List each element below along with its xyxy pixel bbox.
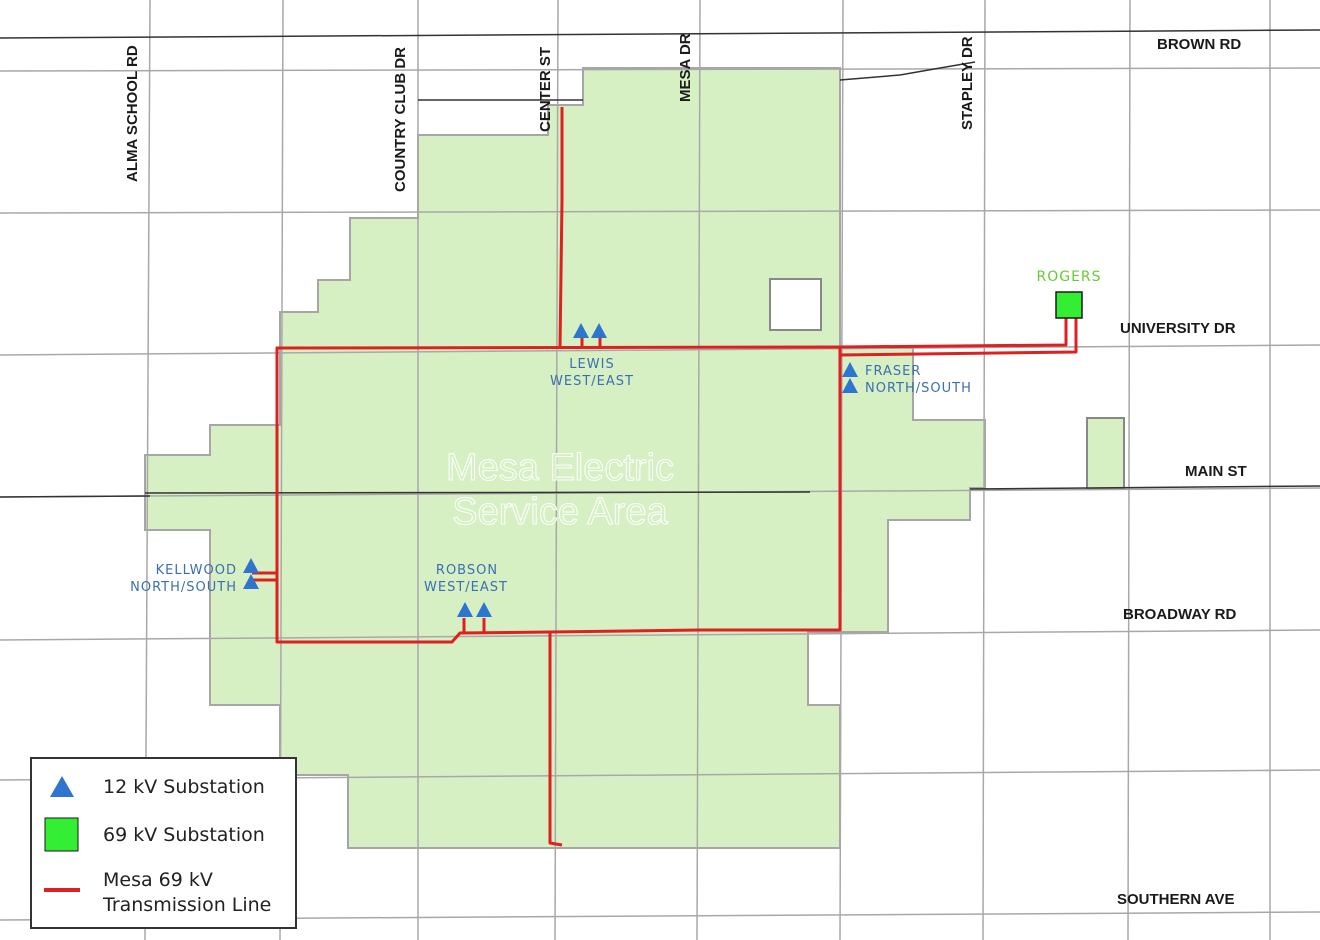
substation-triangle-icon (591, 323, 607, 338)
substation-triangle-icon (457, 602, 473, 617)
legend-label-line-2: Transmission Line (102, 894, 271, 916)
substation-triangle-icon (243, 558, 259, 573)
robson-substation: ROBSON WEST/EAST (424, 563, 508, 617)
kellwood-label-name: KELLWOOD (156, 563, 237, 578)
road-label-country-club: COUNTRY CLUB DR (392, 47, 409, 192)
service-area-parcel (1086, 417, 1125, 490)
kellwood-label-sub: NORTH/SOUTH (130, 580, 237, 595)
service-area-label-line1: Mesa Electric (446, 447, 674, 489)
road-label-university-dr: UNIVERSITY DR (1120, 320, 1236, 337)
robson-label-name: ROBSON (436, 563, 498, 578)
service-area-hole (769, 278, 822, 331)
lewis-label-name: LEWIS (569, 357, 614, 372)
lewis-label-sub: WEST/EAST (550, 374, 634, 389)
legend-label-69kv: 69 kV Substation (103, 824, 265, 846)
robson-label-sub: WEST/EAST (424, 580, 508, 595)
legend-square-icon (44, 817, 79, 852)
road-label-center-st: CENTER ST (537, 47, 554, 132)
substation-square-icon (1055, 291, 1083, 319)
fraser-label-sub: NORTH/SOUTH (865, 381, 972, 396)
substation-triangle-icon (476, 602, 492, 617)
road-label-main-st: MAIN ST (1185, 463, 1247, 480)
fraser-label-name: FRASER (865, 364, 921, 379)
lewis-substation: LEWIS WEST/EAST (550, 323, 634, 389)
main-roads (0, 29, 1320, 498)
road-label-broadway-rd: BROADWAY RD (1123, 606, 1237, 623)
service-area-label-line2: Service Area (452, 491, 668, 533)
rogers-substation: ROGERS (1036, 269, 1101, 319)
road-label-brown-rd: BROWN RD (1157, 36, 1241, 53)
legend-triangle-icon (50, 776, 74, 797)
substation-triangle-icon (243, 574, 259, 589)
substation-triangle-icon (842, 378, 858, 393)
legend: 12 kV Substation 69 kV Substation Mesa 6… (30, 757, 297, 929)
kellwood-substation: KELLWOOD NORTH/SOUTH (130, 558, 259, 595)
road-label-southern-ave: SOUTHERN AVE (1117, 891, 1235, 908)
service-area (144, 67, 986, 849)
substation-triangle-icon (573, 323, 589, 338)
road-label-alma-school: ALMA SCHOOL RD (124, 45, 141, 182)
legend-label-12kv: 12 kV Substation (103, 776, 265, 798)
transmission-lines (252, 107, 1078, 847)
road-label-mesa-dr: MESA DR (677, 33, 694, 102)
road-label-stapley-dr: STAPLEY DR (959, 36, 976, 130)
substation-triangle-icon (842, 362, 858, 377)
legend-label-line-1: Mesa 69 kV (103, 869, 213, 891)
rogers-label: ROGERS (1036, 269, 1101, 285)
fraser-substation: FRASER NORTH/SOUTH (842, 362, 972, 396)
